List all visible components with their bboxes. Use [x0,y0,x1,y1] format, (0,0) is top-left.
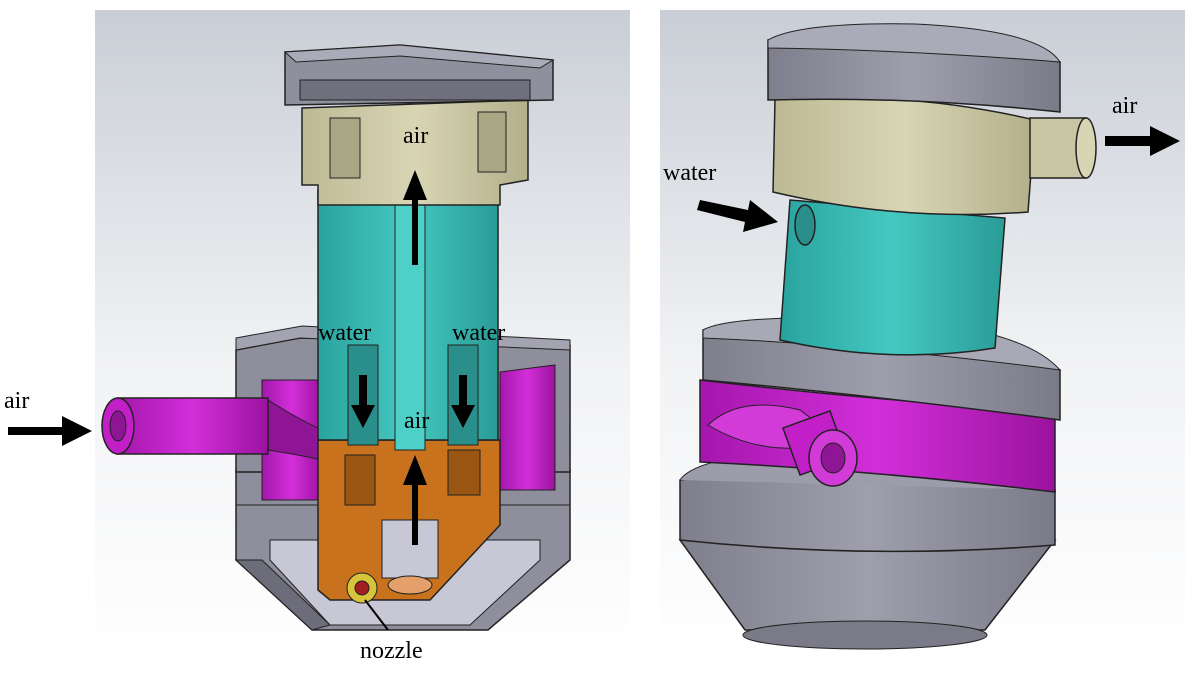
label-air-outlet: air [1112,93,1137,119]
label-nozzle: nozzle [360,638,423,664]
water-port [794,204,816,246]
arrow-air-out [1105,126,1180,156]
air-inlet-pipe [101,397,269,455]
label-air-top: air [403,123,428,149]
arrow-water-down-right [451,375,475,428]
flow-arrows-left [8,170,475,545]
label-water-left: water [318,320,371,346]
exterior-cone [678,539,1057,650]
label-air-inlet: air [4,388,29,414]
arrow-water-in [697,200,778,232]
arrow-water-down-left [351,375,375,428]
nozzle-tip [346,572,389,631]
arrow-air-up-top [403,170,427,265]
sectioned-view: air air air water water nozzle [4,44,571,664]
exterior-chamber [772,96,1097,216]
arrow-air-in [8,416,92,446]
label-water-right: water [452,320,505,346]
exterior-tube [779,199,1006,356]
top-lid [283,44,555,106]
nozzle-body [317,439,501,601]
exterior-view: air water [663,23,1180,650]
upper-chamber [301,99,529,206]
label-water-inlet: water [663,160,716,186]
exterior-lid [767,23,1061,113]
arrow-air-up-bottom [403,455,427,545]
label-air-middle: air [404,408,429,434]
